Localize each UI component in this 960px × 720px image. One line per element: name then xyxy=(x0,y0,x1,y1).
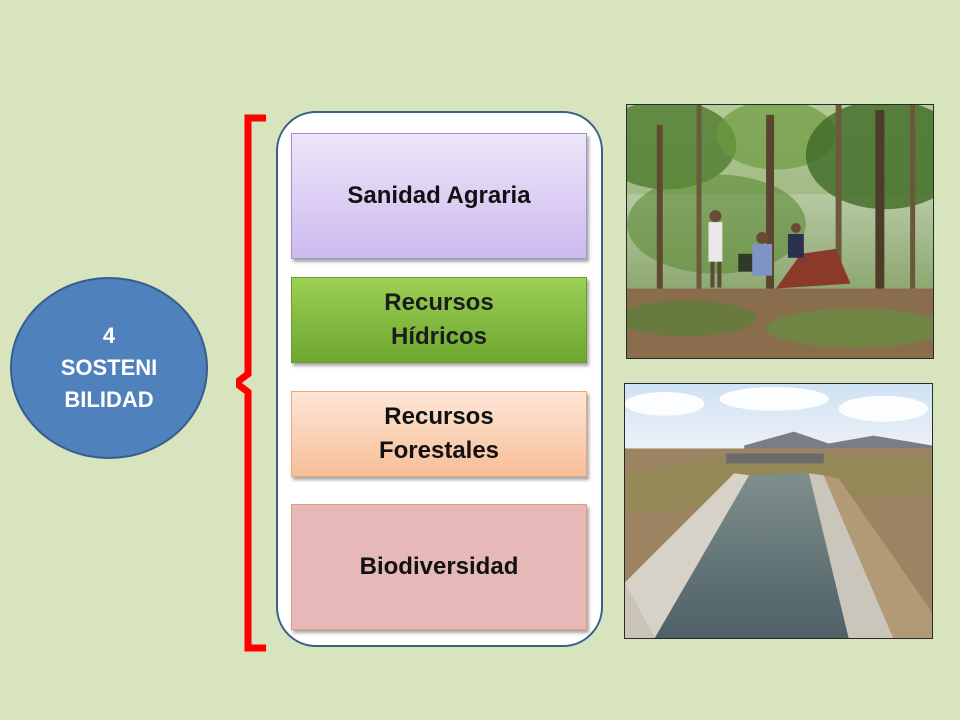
circle-line-1: 4 xyxy=(102,323,116,349)
item-label-line-1: Recursos xyxy=(384,289,494,317)
item-label: Sanidad Agraria xyxy=(347,182,531,210)
item-label-line-2: Hídricos xyxy=(390,323,488,350)
forest-photo xyxy=(626,104,934,359)
irrigation-canal-photo-icon xyxy=(625,384,932,638)
item-recursos-hidricos: Recursos Hídricos xyxy=(291,277,587,363)
item-recursos-forestales: Recursos Forestales xyxy=(291,391,587,477)
item-biodiversidad: Biodiversidad xyxy=(291,504,587,630)
irrigation-canal-photo xyxy=(624,383,933,639)
item-label-line-2: Forestales xyxy=(378,437,500,464)
circle-line-3: BILIDAD xyxy=(64,386,154,412)
item-label: Biodiversidad xyxy=(359,553,519,581)
item-label-line-1: Recursos xyxy=(384,403,494,431)
circle-line-2: SOSTENI xyxy=(60,355,158,381)
forest-photo-icon xyxy=(627,105,933,358)
item-sanidad-agraria: Sanidad Agraria xyxy=(291,133,587,259)
sustainability-circle: 4 SOSTENI BILIDAD xyxy=(10,277,208,459)
red-bracket xyxy=(236,114,266,652)
